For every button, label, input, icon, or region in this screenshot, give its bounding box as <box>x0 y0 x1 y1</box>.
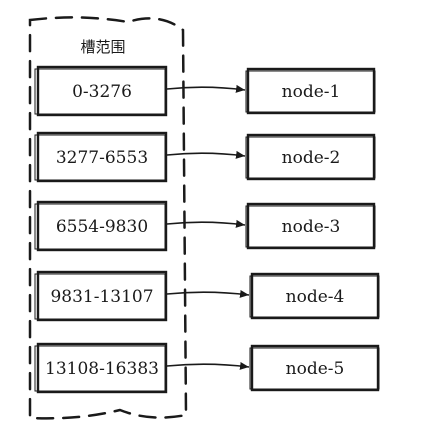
node-label: node-3 <box>282 217 341 237</box>
mapping-arrow <box>166 84 246 93</box>
node-label: node-1 <box>282 82 341 102</box>
slot-range-box <box>34 200 168 252</box>
slot-range-box <box>34 65 168 117</box>
slot-range-group-border <box>28 16 188 420</box>
node-label: node-4 <box>286 287 345 307</box>
slot-range-box <box>34 131 168 183</box>
mapping-arrow <box>166 361 250 370</box>
node-box <box>249 344 380 392</box>
node-box <box>245 202 376 250</box>
mapping-arrow <box>166 219 246 228</box>
slot-range-box <box>34 270 168 322</box>
mapping-arrow <box>166 289 250 298</box>
slot-range-label: 0-3276 <box>72 82 132 102</box>
node-label: node-5 <box>286 359 345 379</box>
slot-range-label: 3277-6553 <box>56 148 148 168</box>
mapping-arrow <box>166 150 246 159</box>
slot-range-title: 槽范围 <box>80 38 125 56</box>
node-box <box>245 67 376 115</box>
slot-range-label: 13108-16383 <box>45 359 159 379</box>
node-box <box>245 133 376 181</box>
node-label: node-2 <box>282 148 341 168</box>
node-box <box>249 272 380 320</box>
slot-range-box <box>34 342 168 394</box>
slot-range-label: 6554-9830 <box>56 217 148 237</box>
slot-range-label: 9831-13107 <box>50 287 153 307</box>
